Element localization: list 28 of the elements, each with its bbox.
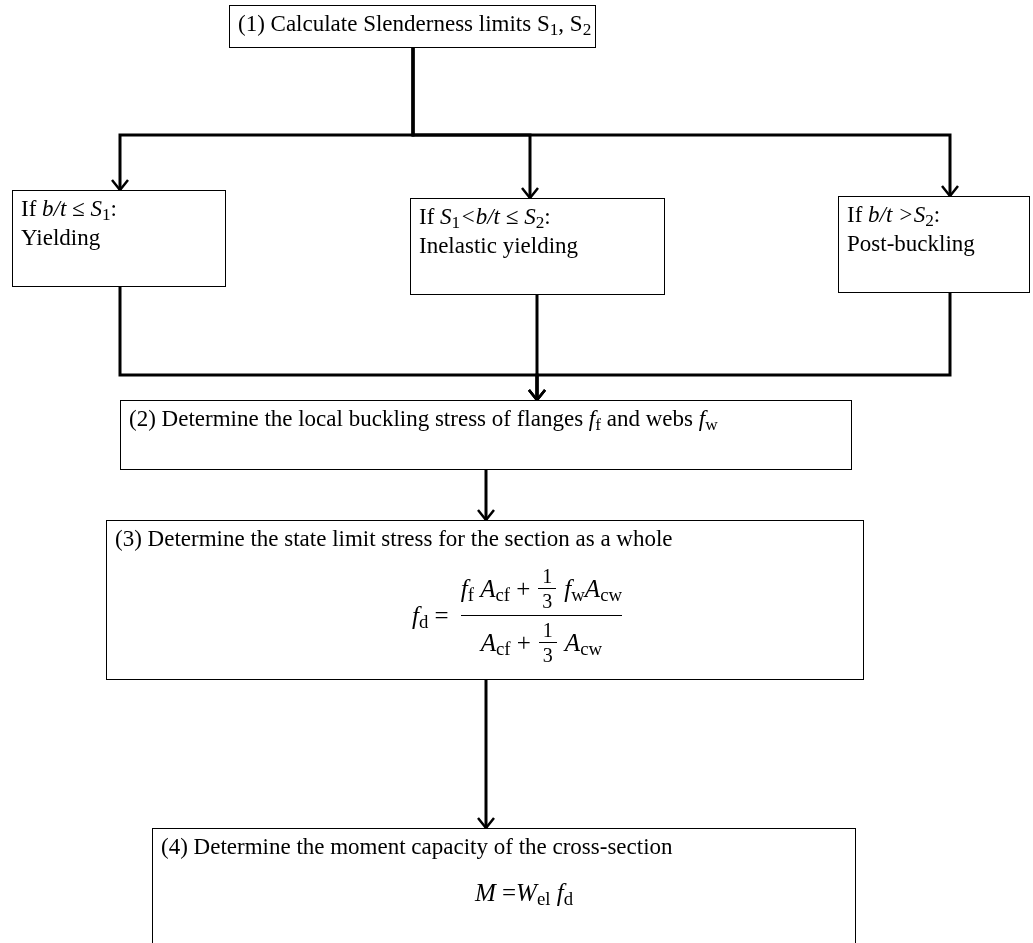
formula-term: A$_{cf}$ + xyxy=(480,627,531,661)
condition-result: Yielding xyxy=(21,223,102,252)
step-heading: (4) Determine the moment capacity of the cross-section xyxy=(161,833,674,861)
step-text: (2) Determine the local buckling stress of flanges f$_{f}$ and webs f$_{w}$ xyxy=(129,405,719,434)
process-box xyxy=(106,520,864,680)
process-box xyxy=(410,198,665,295)
condition-result: Post-buckling xyxy=(847,229,976,258)
condition-result: Inelastic yielding xyxy=(419,231,580,260)
step-heading: (3) Determine the state limit stress for the section as a whole xyxy=(115,525,674,553)
process-box xyxy=(120,400,852,470)
step-text: If S$_{1}$<b/t ≤ S$_{2}$: xyxy=(419,203,552,232)
process-box xyxy=(12,190,226,287)
formula: M =W$_{el}$ f$_{d}$ xyxy=(474,877,574,912)
process-box xyxy=(229,5,596,48)
connector-arrow xyxy=(476,680,496,830)
step-text: If b/t >S$_{2}$: xyxy=(847,201,942,230)
process-box xyxy=(838,196,1030,293)
connector-arrow xyxy=(527,293,952,402)
formula-term: A$_{cw}$ xyxy=(564,627,602,661)
connector-arrow xyxy=(411,48,960,198)
fraction: 1 3 xyxy=(538,619,557,665)
formula-term: f$_{d}$ = xyxy=(412,600,449,634)
formula-term: f$_{w}$A$_{cw}$ xyxy=(564,573,622,607)
step-text: If b/t ≤ S$_{1}$: xyxy=(21,195,118,224)
fraction: 1 3 xyxy=(538,565,557,611)
formula-term: f$_{f}$ A$_{cf}$ + xyxy=(460,573,531,607)
process-box xyxy=(152,828,856,943)
connector-arrow xyxy=(476,470,496,522)
